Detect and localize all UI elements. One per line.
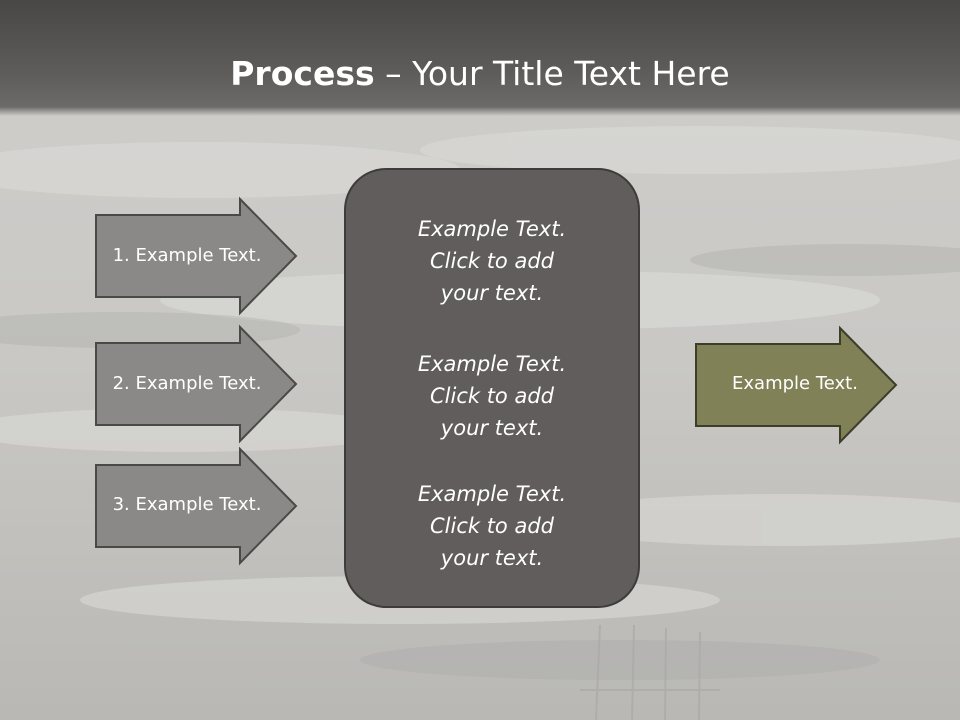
step-arrow-2 (95, 324, 298, 444)
center-text-2: Example Text. Click to add your text. (417, 352, 567, 440)
step-label-3: 3. Example Text. (112, 494, 262, 515)
center-text-3: Example Text. Click to add your text. (417, 482, 567, 570)
result-arrow (695, 325, 898, 445)
result-label: Example Text. (732, 373, 858, 394)
step-arrow-1 (95, 196, 298, 316)
title-bold: Process (230, 54, 375, 93)
step-label-1: 1. Example Text. (112, 245, 262, 266)
step-arrow-3 (95, 446, 298, 566)
title-band (0, 0, 960, 116)
step-label-2: 2. Example Text. (112, 373, 262, 394)
center-process-box (344, 168, 640, 608)
title-rest: – Your Title Text Here (374, 54, 730, 93)
center-text-1: Example Text. Click to add your text. (417, 217, 567, 305)
mast-silhouettes (580, 624, 720, 720)
slide-title: Process – Your Title Text Here (0, 52, 960, 96)
